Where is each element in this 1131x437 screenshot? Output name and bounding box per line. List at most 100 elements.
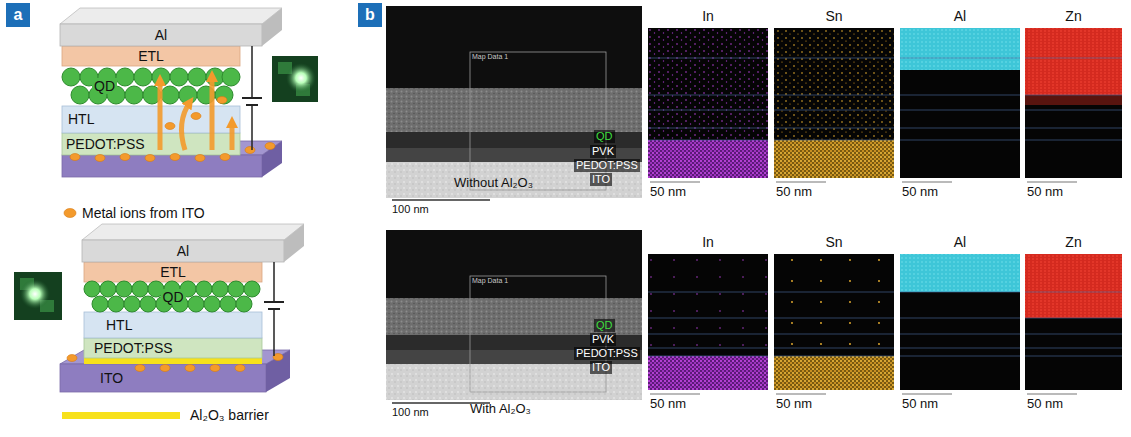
layer-label: PEDOT:PSS xyxy=(66,136,145,152)
quantum-dots xyxy=(100,281,116,297)
layer-label: QD xyxy=(92,78,117,94)
diffusion-arrows xyxy=(230,122,235,150)
metal-ions xyxy=(245,147,255,154)
quantum-dots xyxy=(108,296,124,312)
tem-image xyxy=(386,88,642,132)
eds-map-tile: Al xyxy=(900,8,1020,178)
voltage-source xyxy=(264,301,284,303)
device-stack-bottom xyxy=(84,262,262,282)
scale-label: 50 nm xyxy=(650,397,686,412)
quantum-dots xyxy=(116,68,134,86)
element-name: Al xyxy=(954,8,966,24)
tem-image xyxy=(386,230,642,403)
emission-photo xyxy=(272,56,318,102)
quantum-dots xyxy=(84,281,260,312)
voltage-source xyxy=(242,46,262,150)
tem-annotation: ITO xyxy=(590,361,612,374)
quantum-dots xyxy=(204,296,220,312)
diffusion-arrows xyxy=(160,76,232,150)
tem-annotation: PVK xyxy=(590,145,616,158)
eds-map xyxy=(902,393,952,394)
metal-ions xyxy=(70,154,80,161)
metal-ions xyxy=(195,155,205,162)
quantum-dots xyxy=(228,281,244,297)
tem-annotation: Without Al₂O₃ xyxy=(454,176,533,191)
device-stack-bottom xyxy=(84,338,262,358)
metal-ions xyxy=(160,365,170,372)
metal-ions xyxy=(265,143,275,150)
eds-map xyxy=(648,348,1122,349)
quantum-dots xyxy=(125,86,143,104)
tem-image-frame: Map Data 1QDPVKPEDOT:PSSITOWithout Al₂O₃ xyxy=(386,6,642,200)
emission-photo xyxy=(14,272,62,320)
eds-map xyxy=(768,254,774,390)
device-stack-bottom xyxy=(60,364,266,392)
tem-annotation: QD xyxy=(594,130,615,143)
emission-photo xyxy=(14,272,62,320)
eds-map xyxy=(1020,28,1025,178)
eds-map xyxy=(1027,393,1077,394)
eds-map xyxy=(650,181,700,182)
eds-map xyxy=(774,254,894,390)
tem-annotation: ITO xyxy=(590,173,612,186)
eds-map xyxy=(900,28,1020,178)
eds-map xyxy=(902,181,952,182)
metal-ions xyxy=(95,155,105,162)
eds-map xyxy=(774,140,894,178)
tem-image xyxy=(470,276,606,392)
voltage-source xyxy=(251,105,253,150)
metal-ions xyxy=(210,365,220,372)
eds-map-tile: Zn xyxy=(1025,8,1122,178)
scale-label: 50 nm xyxy=(776,397,812,412)
quantum-dots xyxy=(62,68,80,86)
quantum-dots xyxy=(140,296,156,312)
voltage-source xyxy=(242,97,262,99)
diffusion-arrows xyxy=(181,102,190,150)
eds-map xyxy=(1025,95,1122,105)
panel-label: a xyxy=(6,3,30,27)
emission-photo xyxy=(20,279,50,309)
eds-map xyxy=(648,140,1122,141)
metal-ions xyxy=(67,354,283,372)
eds-map xyxy=(648,140,768,178)
eds-map-tile: Sn xyxy=(774,8,894,178)
voltage-source xyxy=(273,262,275,302)
eds-map xyxy=(648,28,768,178)
metal-ions xyxy=(217,97,227,104)
quantum-dots xyxy=(188,296,204,312)
eds-map xyxy=(768,28,774,178)
eds-map xyxy=(774,28,894,140)
tem-image-frame: Map Data 1QDPVKPEDOT:PSSITOWith Al₂O₃ xyxy=(386,230,642,418)
quantum-dots xyxy=(170,68,188,86)
layer-box: PEDOT:PSS xyxy=(84,338,262,358)
eds-map xyxy=(894,28,900,178)
eds-map xyxy=(1025,254,1122,318)
eds-map xyxy=(648,110,1122,111)
eds-map xyxy=(774,254,894,356)
eds-map xyxy=(650,181,1077,182)
device-stack-top xyxy=(262,141,282,177)
eds-map xyxy=(1027,181,1077,182)
device-stack-bottom xyxy=(266,350,290,392)
quantum-dots xyxy=(71,86,89,104)
eds-map xyxy=(648,28,768,140)
eds-map xyxy=(1025,254,1122,390)
layer-label: ITO xyxy=(100,370,123,386)
metal-ions xyxy=(67,355,77,362)
device-stack-bottom xyxy=(84,312,262,338)
layer-label: Al xyxy=(155,27,167,43)
eds-map xyxy=(894,254,900,390)
emission-photo xyxy=(286,63,316,93)
eds-map xyxy=(900,254,1020,292)
scale-label: 50 nm xyxy=(902,397,938,412)
eds-map xyxy=(1025,28,1122,95)
element-name: Zn xyxy=(1065,234,1081,250)
scale-label: 50 nm xyxy=(1027,397,1063,412)
quantum-dots xyxy=(116,281,132,297)
metal-ions xyxy=(191,113,201,120)
metal-ions xyxy=(220,154,230,161)
eds-map xyxy=(774,140,894,178)
eds-map xyxy=(1025,28,1122,178)
quantum-dots xyxy=(188,68,206,86)
